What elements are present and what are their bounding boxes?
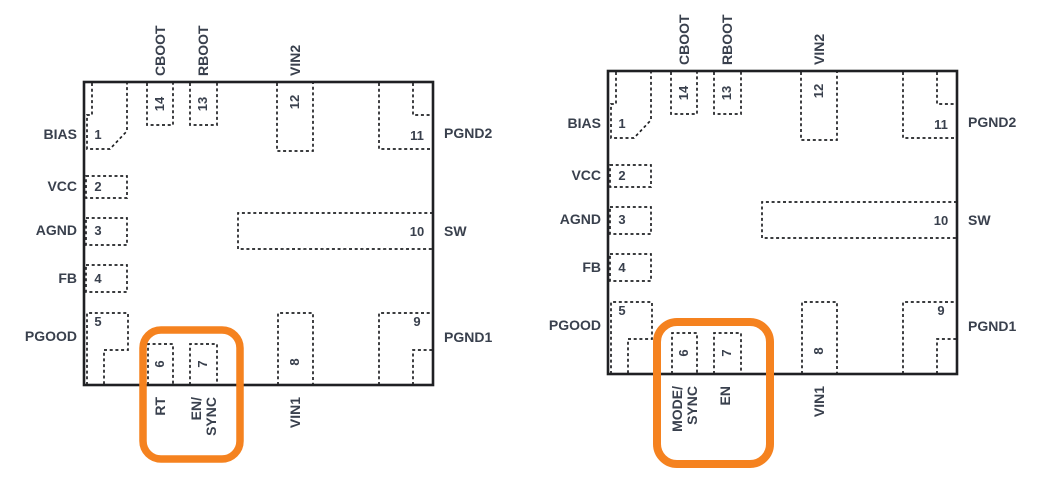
pin-2-pad (609, 164, 652, 188)
pin-9-label: PGND1 (968, 318, 1016, 334)
pin-7-pad (189, 343, 218, 385)
pin-2-label: VCC (571, 167, 601, 183)
pin-4-label: FB (582, 259, 601, 275)
pin-5-number: 5 (94, 314, 101, 329)
pin-7-number: 7 (195, 360, 210, 367)
pin-3-number: 3 (94, 223, 101, 238)
pin-6-label: RT (152, 397, 168, 416)
pin-9-number: 9 (937, 303, 944, 318)
pin-10-label: SW (444, 223, 467, 239)
pin-1-pad (86, 83, 128, 150)
pin-7-label: EN (717, 386, 733, 405)
pin-3-number: 3 (618, 212, 625, 227)
pin-10-number: 10 (934, 213, 948, 228)
pin-12-pad (800, 72, 838, 141)
pin-1-number: 1 (94, 127, 101, 142)
pin-13-number: 13 (719, 86, 734, 100)
pin-9-pad (902, 301, 957, 374)
pin-6-pad (671, 332, 698, 374)
pin-10-pad (761, 201, 957, 239)
pin-8-label: VIN1 (287, 397, 303, 428)
pin-2-label: VCC (47, 178, 77, 194)
pin-12-number: 12 (287, 95, 302, 109)
pin-3-pad (609, 206, 652, 235)
pin-9-pad (378, 312, 433, 385)
pin-7-number: 7 (719, 349, 734, 356)
pin-5-label: PGOOD (25, 328, 77, 344)
pin-12-number: 12 (811, 84, 826, 98)
pin-7-pad (713, 332, 742, 374)
pin-13-number: 13 (195, 97, 210, 111)
pin-2-number: 2 (618, 168, 625, 183)
highlight-box-pins-6-7 (653, 318, 774, 468)
pin-11-number: 11 (934, 117, 948, 132)
pin-14-label: CBOOT (676, 14, 692, 65)
pin-8-number: 8 (287, 358, 302, 365)
pin-1-label: BIAS (568, 115, 601, 131)
pin-8-number: 8 (811, 347, 826, 354)
pin-11-label: PGND2 (444, 125, 492, 141)
pin-11-label: PGND2 (968, 114, 1016, 130)
pin-10-number: 10 (410, 224, 424, 239)
pin-6-label-line1: MODE/ (669, 386, 685, 432)
pin-7-label-line2: SYNC (203, 397, 219, 436)
pin-9-number: 9 (413, 314, 420, 329)
pin-11-number: 11 (410, 128, 424, 143)
pin-14-number: 14 (152, 96, 167, 111)
right-pinout-diagram: 1 2 3 4 5 6 7 8 9 10 11 12 13 14 BIAS VC… (549, 14, 1016, 468)
pin-1-number: 1 (618, 116, 625, 131)
pin-4-pad (85, 264, 128, 293)
pin-6-number: 6 (152, 360, 167, 367)
highlight-box-pins-6-7 (139, 326, 244, 463)
pin-12-label: VIN2 (811, 34, 827, 65)
pin-4-number: 4 (94, 271, 102, 286)
pin-8-pad (801, 301, 838, 374)
pin-6-pad (147, 343, 174, 385)
pin-9-label: PGND1 (444, 329, 492, 345)
pin-5-pad (610, 301, 653, 374)
pin-12-pad (276, 83, 314, 152)
pin-2-number: 2 (94, 179, 101, 194)
pin-4-pad (609, 253, 652, 282)
pin-3-pad (85, 217, 128, 246)
pin-5-number: 5 (618, 303, 625, 318)
pin-3-label: AGND (560, 211, 601, 227)
pin-3-label: AGND (36, 222, 77, 238)
pin-1-label: BIAS (44, 126, 77, 142)
pin-4-label: FB (58, 270, 77, 286)
pin-8-pad (277, 312, 314, 385)
pin-12-label: VIN2 (287, 45, 303, 76)
pin-11-pad (902, 72, 957, 139)
pin-14-number: 14 (676, 85, 691, 100)
pin-13-label: RBOOT (719, 14, 735, 65)
pin-6-number: 6 (676, 349, 691, 356)
pin-6-label-line2: SYNC (684, 386, 700, 425)
pin-5-label: PGOOD (549, 317, 601, 333)
pin-4-number: 4 (618, 260, 626, 275)
left-pinout-diagram: 1 2 3 4 5 6 7 8 9 10 11 12 13 14 BIAS VC… (25, 25, 492, 463)
pin-10-label: SW (968, 212, 991, 228)
pin-10-pad (237, 212, 433, 250)
pin-1-pad (610, 72, 652, 139)
pin-11-pad (378, 83, 433, 150)
pin-2-pad (85, 175, 128, 199)
pin-14-label: CBOOT (152, 25, 168, 76)
package-outline (82, 80, 435, 387)
pin-5-pad (86, 312, 129, 385)
pin-7-label-line1: EN/ (188, 397, 204, 420)
pin-8-label: VIN1 (811, 386, 827, 417)
pin-13-label: RBOOT (195, 25, 211, 76)
package-outline (606, 69, 959, 376)
